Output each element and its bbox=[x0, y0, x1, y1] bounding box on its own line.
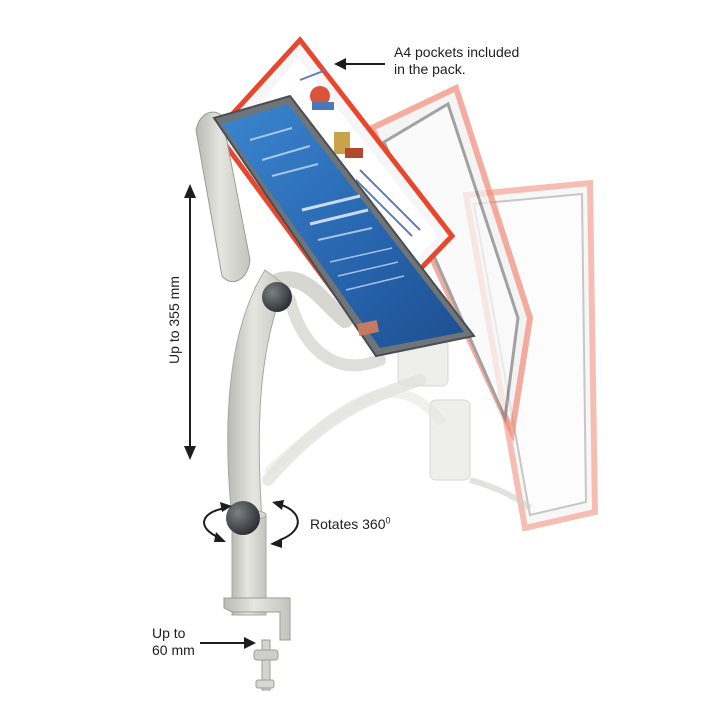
arrow-left-icon bbox=[334, 58, 385, 70]
clamp-callout-line2: 60 mm bbox=[152, 642, 195, 658]
blue-page-text bbox=[249, 127, 405, 291]
swivel-knob bbox=[226, 501, 260, 535]
main-display-pocket bbox=[212, 94, 476, 358]
pockets-callout-line2: in the pack. bbox=[394, 61, 466, 77]
main-arm bbox=[227, 269, 286, 521]
upper-knob bbox=[262, 282, 292, 312]
rotate-arrows-icon bbox=[203, 500, 299, 548]
clamp-callout: Up to 60 mm bbox=[152, 625, 195, 659]
rotate-degree: 0 bbox=[385, 515, 391, 526]
pockets-callout: A4 pockets included in the pack. bbox=[394, 44, 519, 78]
height-label: Up to 355 mm bbox=[166, 276, 182, 364]
clamp-callout-line1: Up to bbox=[152, 625, 186, 641]
head-bracket bbox=[195, 111, 251, 282]
desk-clamp bbox=[223, 597, 291, 691]
pockets-callout-line1: A4 pockets included bbox=[394, 44, 520, 60]
double-arrow-vertical-icon bbox=[184, 184, 196, 460]
rotate-label: Rotates 3600 bbox=[310, 516, 391, 533]
rotate-label-text: Rotates 360 bbox=[310, 516, 386, 532]
arrow-right-icon bbox=[200, 637, 256, 649]
